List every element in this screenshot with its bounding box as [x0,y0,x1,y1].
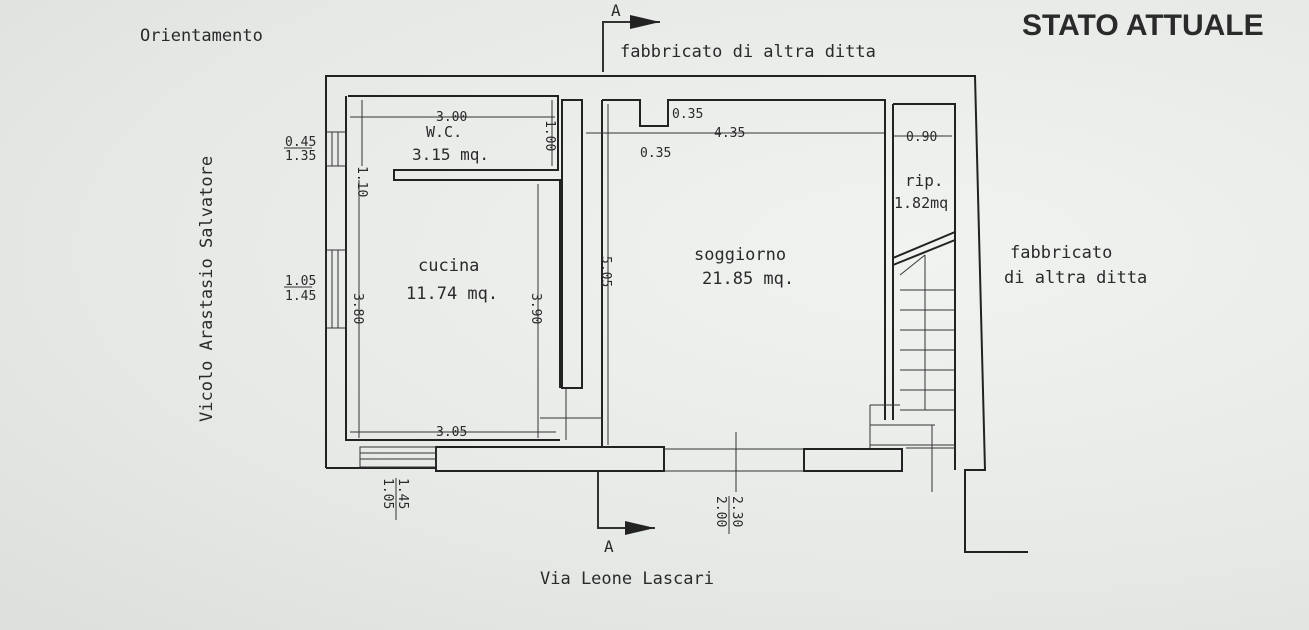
section-marker-bottom: A [597,470,655,556]
room-cucina-name: cucina [418,256,479,276]
drawing-title: STATO ATTUALE [1022,9,1264,42]
dim-soggiorno-width: 4.35 [714,126,745,141]
room-soggiorno-area: 21.85 mq. [702,269,794,289]
opening-main-door-top: 2.00 [713,496,728,527]
room-soggiorno-name: soggiorno [694,245,786,265]
opening-wc-bottom: 1.35 [285,149,316,164]
dim-niche-bottom: 0.35 [640,146,671,161]
room-cucina-area: 11.74 mq. [406,284,498,304]
section-label-bottom: A [604,537,614,556]
opening-door-cucina-bottom: 1.45 [395,478,410,509]
room-wc-area: 3.15 mq. [412,145,489,164]
street-south-label: Via Leone Lascari [540,569,714,589]
street-west-label: Vicolo Arastasio Salvatore [197,156,217,422]
room-wc-name: W.C. [426,123,462,141]
staircase [869,254,955,492]
room-rip-name: rip. [905,171,944,190]
neighbor-north-label: fabbricato di altra ditta [620,42,876,62]
neighbor-east-label-2: di altra ditta [1004,268,1147,288]
opening-cucina-top: 1.05 [285,274,316,289]
opening-cucina-bottom: 1.45 [285,289,316,304]
dim-niche-top: 0.35 [672,107,703,122]
threshold-steps [540,388,602,440]
dim-cucina-width: 3.05 [436,425,467,440]
dim-rip-width: 0.90 [906,130,937,145]
window-cucina [325,249,347,329]
dim-wc-depth-right: 1.00 [542,120,557,151]
opening-door-cucina-top: 1.05 [380,478,395,509]
opening-wc-top: 0.45 [285,135,316,150]
section-label-top: A [611,1,621,20]
dim-wc-width: 3.00 [436,110,467,125]
compass-label: Orientamento [140,26,263,46]
dim-wc-depth-left: 1.10 [354,166,369,197]
dim-cucina-depth-right: 3.90 [528,293,543,324]
dim-soggiorno-depth: 5.05 [598,256,613,287]
inner-walls [345,95,956,470]
neighbor-east-label-1: fabbricato [1010,243,1112,263]
door-cucina-south [359,446,437,468]
window-wc [325,131,347,167]
dimension-lines [350,100,952,492]
section-marker-top: A [602,1,660,72]
dim-cucina-depth-left: 3.80 [350,293,365,324]
room-rip-area: 1.82mq [894,194,948,212]
opening-main-door-bottom: 2.30 [729,496,744,527]
